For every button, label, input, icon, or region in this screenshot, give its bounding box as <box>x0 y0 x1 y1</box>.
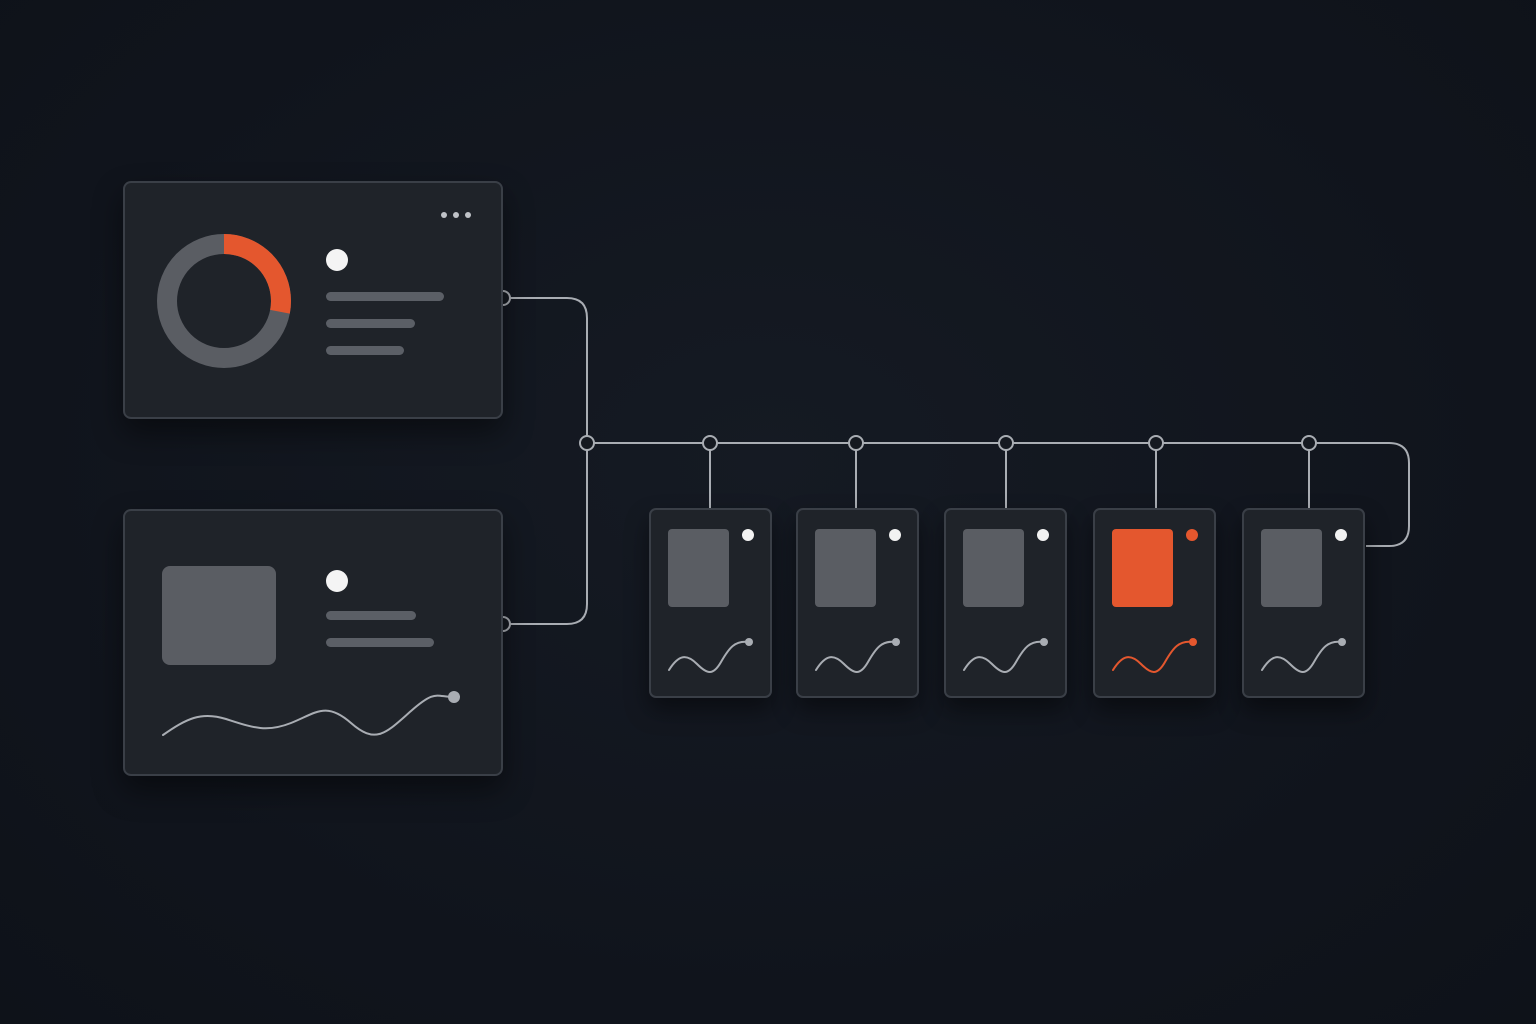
image-placeholder <box>963 529 1024 607</box>
node-card[interactable] <box>796 508 919 698</box>
status-dot <box>1037 529 1049 541</box>
donut-chart-accent-segment <box>157 234 291 368</box>
image-placeholder <box>815 529 876 607</box>
text-line-placeholder <box>326 319 415 328</box>
donut-chart <box>157 234 291 368</box>
sparkline-icon <box>963 638 1048 673</box>
text-line-placeholder <box>326 292 444 301</box>
status-dot <box>1186 529 1198 541</box>
sparkline-icon <box>1261 638 1346 673</box>
image-placeholder <box>1261 529 1322 607</box>
node-card-5 <box>1301 435 1317 451</box>
status-dot <box>742 529 754 541</box>
more-horizontal-icon[interactable] <box>440 211 472 219</box>
status-dot <box>1335 529 1347 541</box>
node-card[interactable] <box>649 508 772 698</box>
node-card-highlighted[interactable] <box>1093 508 1216 698</box>
node-card[interactable] <box>944 508 1067 698</box>
status-dot <box>326 249 348 271</box>
image-placeholder <box>162 566 276 665</box>
dashboard-panel-top[interactable] <box>123 181 503 419</box>
node-card[interactable] <box>1242 508 1365 698</box>
connector-bus <box>587 442 1410 547</box>
sparkline-icon <box>668 638 753 673</box>
dashboard-panel-bottom[interactable] <box>123 509 503 776</box>
node-junction <box>579 435 595 451</box>
connector-top-panel <box>503 297 588 625</box>
text-line-placeholder <box>326 611 416 620</box>
image-placeholder <box>1112 529 1173 607</box>
sparkline-icon <box>1112 638 1197 673</box>
sparkline-icon <box>815 638 900 673</box>
node-card-1 <box>702 435 718 451</box>
image-placeholder <box>668 529 729 607</box>
status-dot <box>326 570 348 592</box>
status-dot <box>889 529 901 541</box>
text-line-placeholder <box>326 346 404 355</box>
node-card-3 <box>998 435 1014 451</box>
node-card-4 <box>1148 435 1164 451</box>
trend-line-icon <box>162 691 460 736</box>
node-card-2 <box>848 435 864 451</box>
text-line-placeholder <box>326 638 434 647</box>
